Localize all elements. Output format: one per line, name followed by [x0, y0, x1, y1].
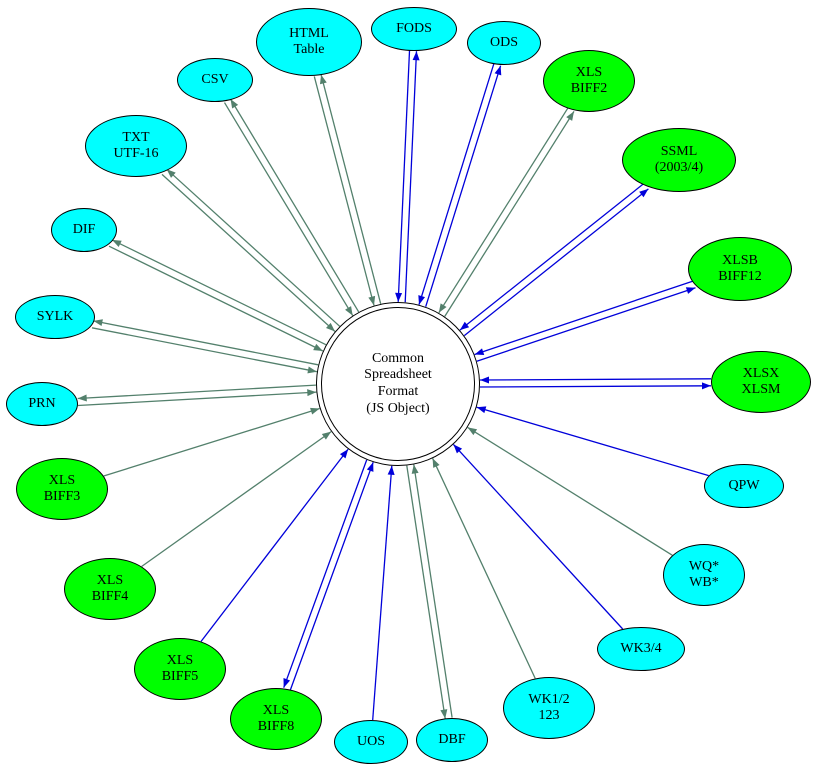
node-csv: CSV: [177, 58, 253, 102]
node-xlsx-xlsm: XLSX XLSM: [711, 351, 811, 413]
node-label: SYLK: [36, 309, 74, 325]
node-dbf: DBF: [416, 718, 488, 762]
node-label: XLSB BIFF12: [718, 253, 762, 284]
node-label: DBF: [438, 732, 466, 748]
node-xlsb-biff12: XLSB BIFF12: [688, 237, 792, 301]
edge-csf-to-biff8: [283, 459, 368, 688]
edge-csf-to-ssml: [463, 188, 649, 337]
node-label: XLSX XLSM: [741, 366, 781, 397]
center-node-label: Common Spreadsheet Format (JS Object): [364, 350, 432, 416]
edge-html-to-csf: [313, 76, 376, 306]
node-xls-biff2: XLS BIFF2: [543, 50, 635, 112]
edge-csf-to-xlsb: [476, 287, 696, 362]
edge-qpw-to-csf: [476, 406, 709, 477]
node-xls-biff3: XLS BIFF3: [16, 458, 108, 520]
edge-sylk-to-csf: [91, 327, 318, 374]
node-fods: FODS: [371, 7, 457, 51]
node-label: XLS BIFF5: [161, 653, 199, 684]
node-label: SSML (2003/4): [654, 144, 704, 175]
edge-biff8-to-csf: [289, 461, 374, 691]
node-label: XLS BIFF8: [257, 703, 295, 734]
edge-wk12-to-csf: [432, 458, 536, 679]
edge-biff4-to-csf: [141, 431, 332, 568]
node-label: WQ* WB*: [688, 559, 720, 590]
edge-csf-to-dif: [111, 239, 327, 346]
node-dif: DIF: [51, 208, 117, 252]
node-ssml-2003-4: SSML (2003/4): [622, 128, 736, 192]
edge-csf-to-csv: [229, 98, 360, 313]
node-sylk: SYLK: [15, 295, 95, 339]
edge-wk34-to-csf: [452, 443, 624, 630]
node-label: TXT UTF-16: [113, 130, 159, 161]
node-prn: PRN: [6, 382, 78, 426]
node-label: UOS: [356, 734, 385, 750]
node-xls-biff4: XLS BIFF4: [64, 558, 156, 620]
node-label: WK3/4: [620, 641, 662, 657]
node-label: QPW: [728, 478, 760, 494]
node-html-table: HTML Table: [256, 8, 362, 76]
node-label: XLS BIFF4: [91, 573, 129, 604]
edge-csf-to-fods: [404, 51, 420, 303]
edge-ssml-to-csf: [459, 182, 645, 331]
edge-csf-to-txt: [166, 168, 341, 327]
node-label: ODS: [489, 35, 518, 51]
edge-csf-to-html: [319, 74, 382, 304]
edge-prn-to-csf: [77, 389, 317, 407]
edge-wq-to-csf: [467, 426, 673, 556]
node-label: WK1/2 123: [528, 692, 570, 723]
edge-fods-to-csf: [395, 50, 411, 302]
node-label: PRN: [28, 396, 56, 412]
edge-txt-to-csf: [161, 173, 336, 332]
node-label: HTML Table: [289, 26, 329, 57]
edge-csf-to-xlsx: [479, 382, 712, 390]
edge-csv-to-csf: [223, 102, 354, 316]
edge-biff2-to-csf: [438, 107, 569, 314]
edge-csf-to-prn: [77, 384, 316, 402]
node-xls-biff5: XLS BIFF5: [134, 638, 226, 700]
node-label: XLS BIFF2: [570, 65, 608, 96]
node-label: XLS BIFF3: [43, 473, 81, 504]
node-uos: UOS: [334, 720, 408, 764]
node-label: FODS: [396, 21, 432, 37]
node-label: DIF: [72, 222, 96, 238]
edge-biff5-to-csf: [200, 448, 349, 642]
edge-csf-to-sylk: [93, 319, 319, 366]
node-xls-biff8: XLS BIFF8: [230, 688, 322, 750]
edge-xlsx-to-csf: [479, 376, 712, 384]
edge-csf-to-dbf: [406, 465, 448, 719]
edge-xlsb-to-csf: [474, 280, 694, 356]
edge-biff3-to-csf: [103, 407, 320, 477]
edge-uos-to-csf: [372, 465, 395, 721]
node-label: CSV: [201, 72, 229, 88]
edge-csf-to-biff2: [444, 111, 575, 317]
edge-ods-to-csf: [418, 63, 495, 305]
node-qpw: QPW: [704, 464, 784, 508]
edge-dif-to-csf: [108, 245, 324, 352]
node-wk1-2-123: WK1/2 123: [503, 677, 595, 739]
node-txt-utf-16: TXT UTF-16: [85, 115, 187, 177]
node-wk3-4: WK3/4: [597, 627, 685, 671]
node-ods: ODS: [467, 21, 541, 65]
edge-dbf-to-csf: [411, 464, 453, 718]
edge-csf-to-ods: [425, 65, 502, 307]
node-wq-wb: WQ* WB*: [663, 544, 745, 606]
node-common-spreadsheet-format: Common Spreadsheet Format (JS Object): [316, 302, 480, 466]
